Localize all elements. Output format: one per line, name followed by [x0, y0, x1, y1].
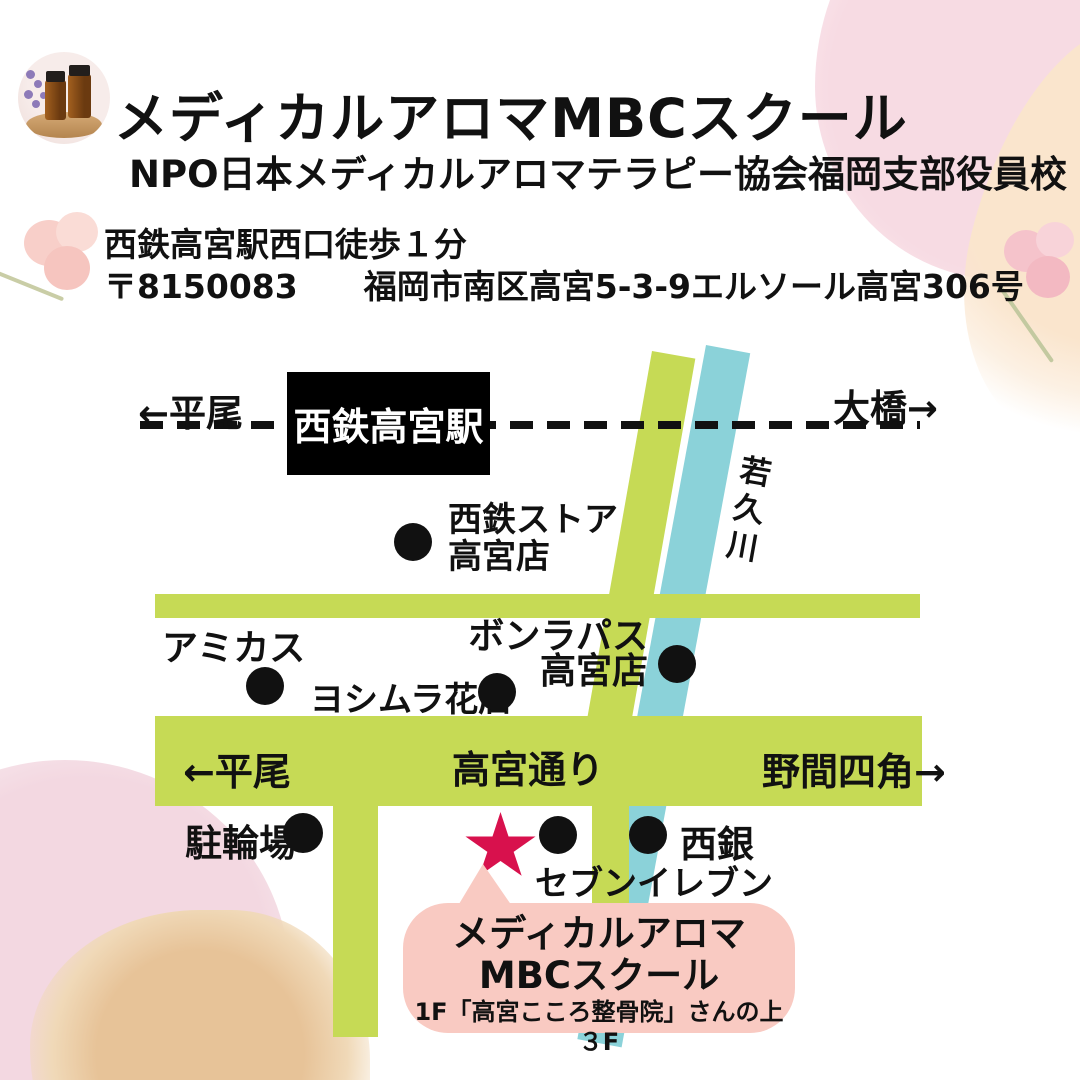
amikasu-dot [246, 667, 284, 705]
school-bubble-tail [456, 864, 514, 909]
bonrapasu-line2: 高宮店 [539, 651, 648, 692]
bonrapasu-label: ボンラパス 高宮店 [430, 616, 648, 692]
railway-dashed-line [140, 421, 920, 429]
school-bubble: メディカルアロマ MBCスクール 1F「高宮こころ整骨院」さんの上３F [403, 903, 795, 1056]
bicycle-parking-label: 駐輪場 [185, 822, 296, 865]
street-name-label: 高宮通り [452, 748, 605, 792]
station-box: 西鉄高宮駅 [287, 372, 490, 475]
road-vertical-lower-left [333, 805, 378, 1037]
bonrapasu-line1: ボンラパス [468, 616, 648, 657]
school-bubble-line3: 1F「高宮こころ整骨院」さんの上３F [414, 998, 784, 1056]
nishigin-label: 西銀 [680, 823, 754, 866]
nishitetsu-store-dot [394, 523, 432, 561]
road-horizontal-upper [155, 594, 920, 618]
seven-eleven-label: セブンイレブン [535, 864, 773, 904]
access-line: 西鉄高宮駅西口徒歩１分 [104, 225, 467, 264]
bonrapasu-dot [658, 645, 696, 683]
school-bubble-line1: メディカルアロマ [452, 912, 746, 955]
watercolor-blob-top-right-peach [926, 0, 1080, 476]
nishitetsu-store-line2: 高宮店 [448, 537, 550, 577]
rail-direction-ohashi: 大橋→ [833, 387, 939, 430]
rail-direction-hirao: ←平尾 [138, 392, 244, 435]
address-line: 〒8150083 福岡市南区高宮5-3-9エルソール高宮306号 [104, 267, 1024, 306]
street-direction-nomayosumi: 野間四角→ [762, 750, 946, 794]
watercolor-blob-bottom-left-pink [0, 760, 290, 1080]
watercolor-blob-bottom-left-tan [30, 910, 370, 1080]
nishitetsu-store-line1: 西鉄ストア [448, 500, 618, 540]
seven-eleven-dot [539, 816, 577, 854]
page-subtitle: NPO日本メディカルアロマテラピー協会福岡支部役員校 [129, 153, 1067, 196]
school-bubble-line2: MBCスクール [478, 954, 720, 997]
school-logo-photo [18, 52, 110, 144]
street-direction-hirao: ←平尾 [183, 750, 291, 794]
yoshimura-dot [478, 673, 516, 711]
amikasu-label: アミカス [162, 628, 306, 669]
nishigin-dot [629, 816, 667, 854]
page-title: メディカルアロマMBCスクール [114, 87, 908, 150]
nishitetsu-store-label: 西鉄ストア 高宮店 [448, 502, 618, 576]
bicycle-parking-dot [283, 813, 323, 853]
